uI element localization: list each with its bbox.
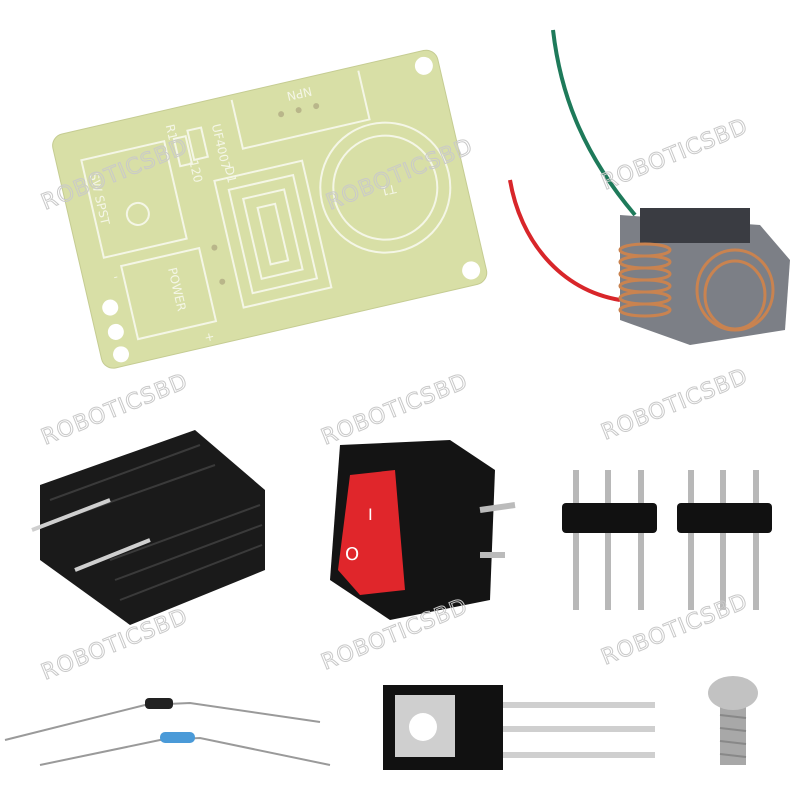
screw: [708, 676, 758, 765]
pcb-label-r1: R1: [163, 123, 180, 142]
switch-rocker: [338, 470, 405, 595]
pcb-label-t1: T1: [380, 181, 399, 198]
heat-sink: [31, 430, 265, 625]
pcb-board: NPN R1 UF4007 120 D1 T1 SW SPST POWER + …: [52, 49, 488, 369]
switch-on-mark: I: [368, 505, 373, 524]
pcb-label-plus: +: [203, 329, 216, 345]
pin-header-right: [677, 470, 772, 610]
watermark: ROBOTICSBD: [598, 114, 752, 196]
watermark: ROBOTICSBD: [598, 364, 752, 446]
pcb-label-minus: -: [112, 269, 119, 284]
rocker-switch: I O: [330, 440, 516, 620]
high-voltage-transformer: [508, 29, 790, 345]
pcb-label-d1: D1: [222, 165, 239, 185]
pcb-label-npn: NPN: [285, 84, 313, 103]
watermark: ROBOTICSBD: [38, 369, 192, 451]
watermark: ROBOTICSBD: [38, 604, 192, 686]
npn-transistor: [383, 685, 655, 770]
watermark: ROBOTICSBD: [318, 369, 472, 451]
resistor: [39, 732, 331, 766]
pcb-label-120: 120: [186, 159, 205, 184]
switch-off-mark: O: [345, 544, 359, 565]
diode: [4, 698, 321, 741]
pin-header-left: [562, 470, 657, 610]
watermark: ROBOTICSBD: [598, 589, 752, 671]
